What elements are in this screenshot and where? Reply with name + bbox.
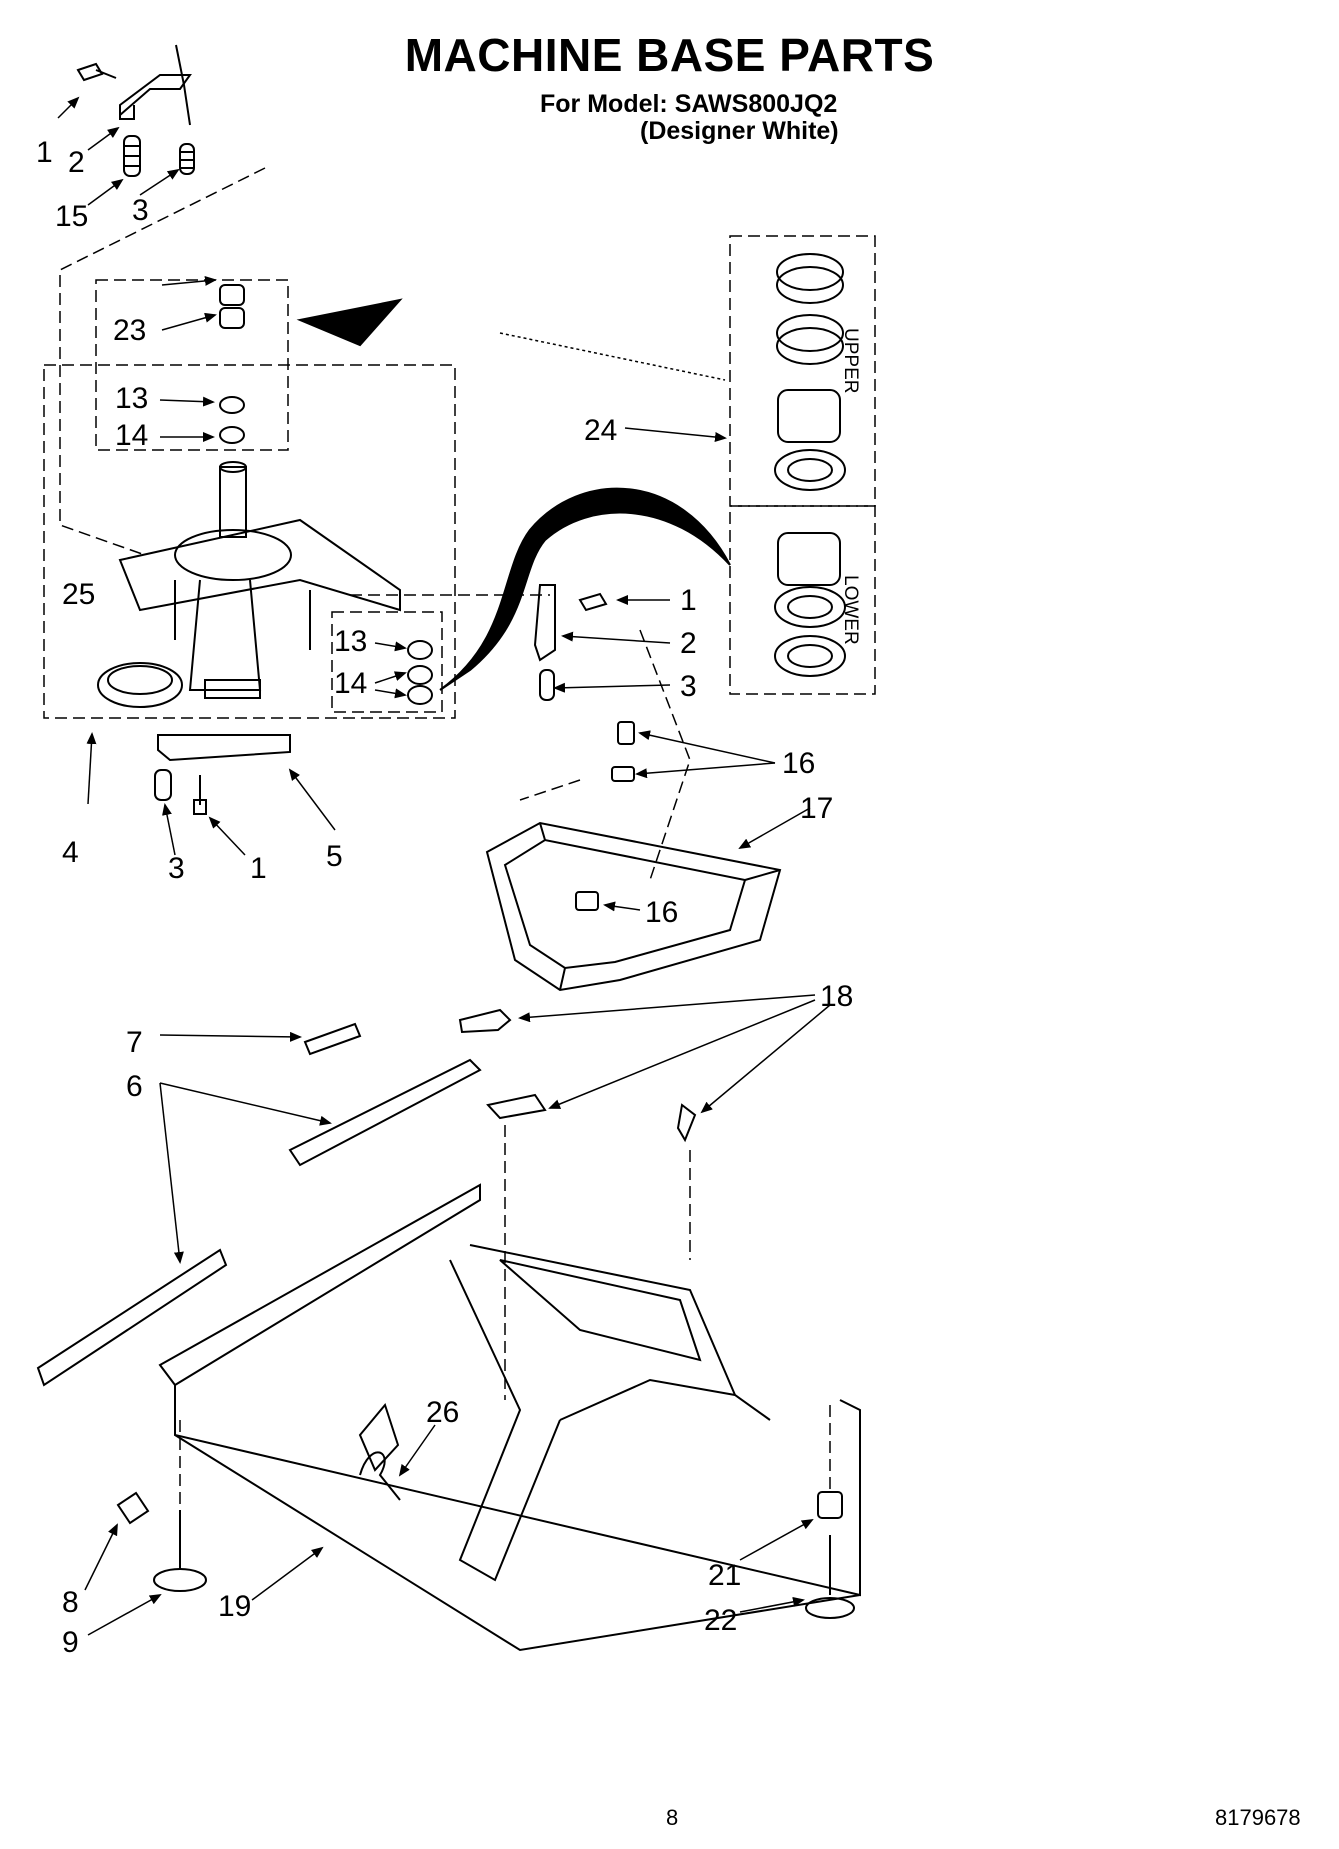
- callout-3-right: 3: [680, 670, 697, 703]
- callout-labels: 1 2 15 3 23 13 14 24 25 13 14 1 2 3 4 3 …: [36, 136, 853, 1659]
- ring-part: [97, 662, 183, 708]
- lower-kit-parts: [774, 532, 846, 677]
- callout-13-lower: 13: [334, 625, 367, 658]
- upper-kit-label: UPPER: [840, 328, 861, 393]
- upper-kit-parts: [774, 253, 846, 491]
- page-number: 8: [666, 1805, 679, 1830]
- callout-6: 6: [126, 1070, 143, 1103]
- callout-8: 8: [62, 1586, 79, 1619]
- callout-2: 2: [68, 146, 85, 179]
- leader-arrows: [57, 96, 831, 1636]
- clips: [458, 1008, 697, 1143]
- callout-17: 17: [800, 792, 833, 825]
- callout-14: 14: [115, 419, 148, 452]
- page-title: MACHINE BASE PARTS: [404, 29, 935, 81]
- callout-1-lower: 1: [250, 852, 267, 885]
- brackets-and-spring: [36, 1022, 482, 1387]
- document-number: 8179678: [1215, 1805, 1301, 1830]
- callout-7: 7: [126, 1026, 143, 1059]
- callout-5: 5: [326, 840, 343, 873]
- callout-25: 25: [62, 578, 95, 611]
- lower-bracket-assembly: [154, 734, 291, 815]
- transmission-spider: [118, 284, 401, 699]
- transfer-arrow: [439, 487, 731, 691]
- leveling-legs: [116, 1491, 855, 1619]
- wire-hook: [359, 1451, 401, 1501]
- callout-9: 9: [62, 1626, 79, 1659]
- callout-24: 24: [584, 414, 617, 447]
- callout-1: 1: [36, 136, 53, 169]
- callout-18: 18: [820, 980, 853, 1013]
- machine-base-frame: [158, 1183, 861, 1652]
- callout-19: 19: [218, 1590, 251, 1623]
- callout-22: 22: [704, 1604, 737, 1637]
- callout-4: 4: [62, 836, 79, 869]
- callout-3: 3: [132, 194, 149, 227]
- callout-2-right: 2: [680, 627, 697, 660]
- callout-1-right: 1: [680, 584, 697, 617]
- suspension-frame: [485, 721, 782, 992]
- callout-13: 13: [115, 382, 148, 415]
- callout-21: 21: [708, 1559, 741, 1592]
- callout-3-lower: 3: [168, 852, 185, 885]
- model-line: For Model: SAWS800JQ2: [540, 90, 838, 118]
- model-variant: (Designer White): [640, 117, 839, 145]
- callout-16-frame: 16: [645, 896, 678, 929]
- pointer-arrow: [296, 298, 403, 347]
- callout-23: 23: [113, 314, 146, 347]
- callout-15: 15: [55, 200, 88, 233]
- callout-26: 26: [426, 1396, 459, 1429]
- lower-kit-label: LOWER: [840, 575, 861, 645]
- right-bracket-assembly: [533, 584, 608, 701]
- lower-bushings: [407, 640, 433, 705]
- top-bracket-assembly: [76, 44, 195, 177]
- callout-14-lower: 14: [334, 667, 367, 700]
- dashed-guides: [43, 167, 876, 1520]
- callout-16: 16: [782, 747, 815, 780]
